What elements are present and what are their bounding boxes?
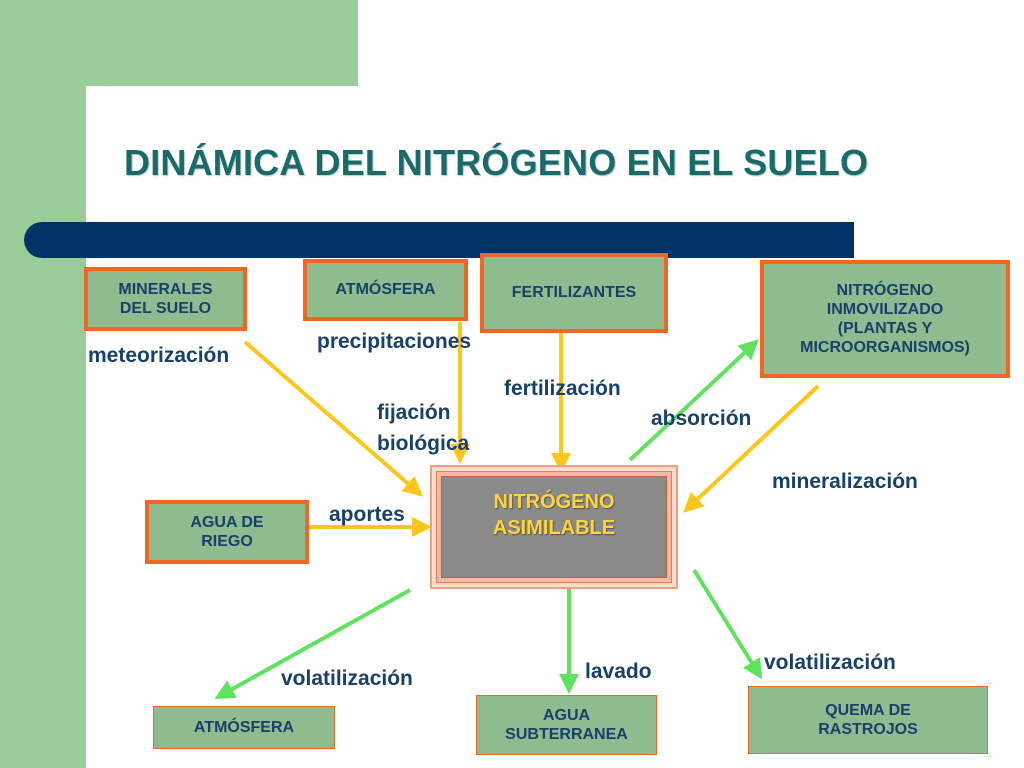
box-atmosfera-bottom: ATMÓSFERA [153,706,335,749]
arrow-volatilizacion-left [214,588,411,699]
box-atmosfera-top-label: ATMÓSFERA [335,281,436,299]
box-quema-line1: QUEMA DE [825,701,911,719]
box-atmosfera-top: ATMÓSFERA [303,259,468,321]
box-inmovilizado-line3: (PLANTAS Y [837,320,933,337]
label-aportes: aportes [329,503,405,526]
center-box-frame: NITRÓGENO ASIMILABLE [436,471,672,583]
box-minerales-line2: DEL SUELO [119,300,212,317]
box-minerales-line1: MINERALES [118,280,213,298]
label-absorcion: absorción [651,407,752,430]
background-green-top [0,0,358,86]
box-quema-de-rastrojos: QUEMA DE RASTROJOS [748,686,988,754]
label-volatilizacion-right: volatilización [764,651,896,674]
box-inmovilizado-line1: NITRÓGENO [836,281,934,299]
box-minerales-del-suelo: MINERALES DEL SUELO [84,267,247,331]
arrow-meteorizacion [243,340,424,497]
box-agua-subterranea: AGUA SUBTERRANEA [476,695,657,755]
slide-title: DINÁMICA DEL NITRÓGENO EN EL SUELO [124,142,869,183]
box-agua-riego-line2: RIEGO [201,533,253,550]
arrow-mineralizacion [683,384,820,513]
label-fijacion-line2: biológica [377,432,470,455]
box-fertilizantes: FERTILIZANTES [480,253,668,333]
box-agua-subterranea-line1: AGUA [542,706,591,724]
label-fertilizacion: fertilización [504,377,621,400]
arrow-volatilizacion-right [692,568,763,680]
label-fijacion-line1: fijación [377,401,451,424]
box-agua-de-riego: AGUA DE RIEGO [145,500,309,564]
box-inmovilizado-line4: MICROORGANISMOS) [800,339,970,357]
content-panel [86,86,1024,768]
arrow-absorcion [628,339,759,462]
box-quema-line2: RASTROJOS [818,721,918,738]
label-precipitaciones: precipitaciones [317,330,472,353]
center-label-line2: ASIMILABLE [492,517,616,539]
label-volatilizacion-left: volatilización [281,667,413,690]
center-box-core: NITRÓGENO ASIMILABLE [441,476,667,578]
label-mineralizacion: mineralización [772,470,918,493]
label-lavado: lavado [585,660,652,683]
center-box-label: NITRÓGENO ASIMILABLE [442,489,666,541]
box-nitrogeno-asimilable: NITRÓGENO ASIMILABLE [430,465,678,589]
title-underline-bar [24,222,854,258]
label-meteorizacion: meteorización [88,344,230,367]
box-agua-riego-line1: AGUA DE [190,513,264,531]
center-label-line1: NITRÓGENO [493,491,615,513]
box-inmovilizado-line2: INMOVILIZADO [826,300,944,318]
background-green-strip [0,0,86,768]
box-agua-subterranea-line2: SUBTERRANEA [505,726,628,743]
box-atmosfera-bottom-label: ATMÓSFERA [193,718,295,736]
box-fertilizantes-label: FERTILIZANTES [511,284,637,302]
